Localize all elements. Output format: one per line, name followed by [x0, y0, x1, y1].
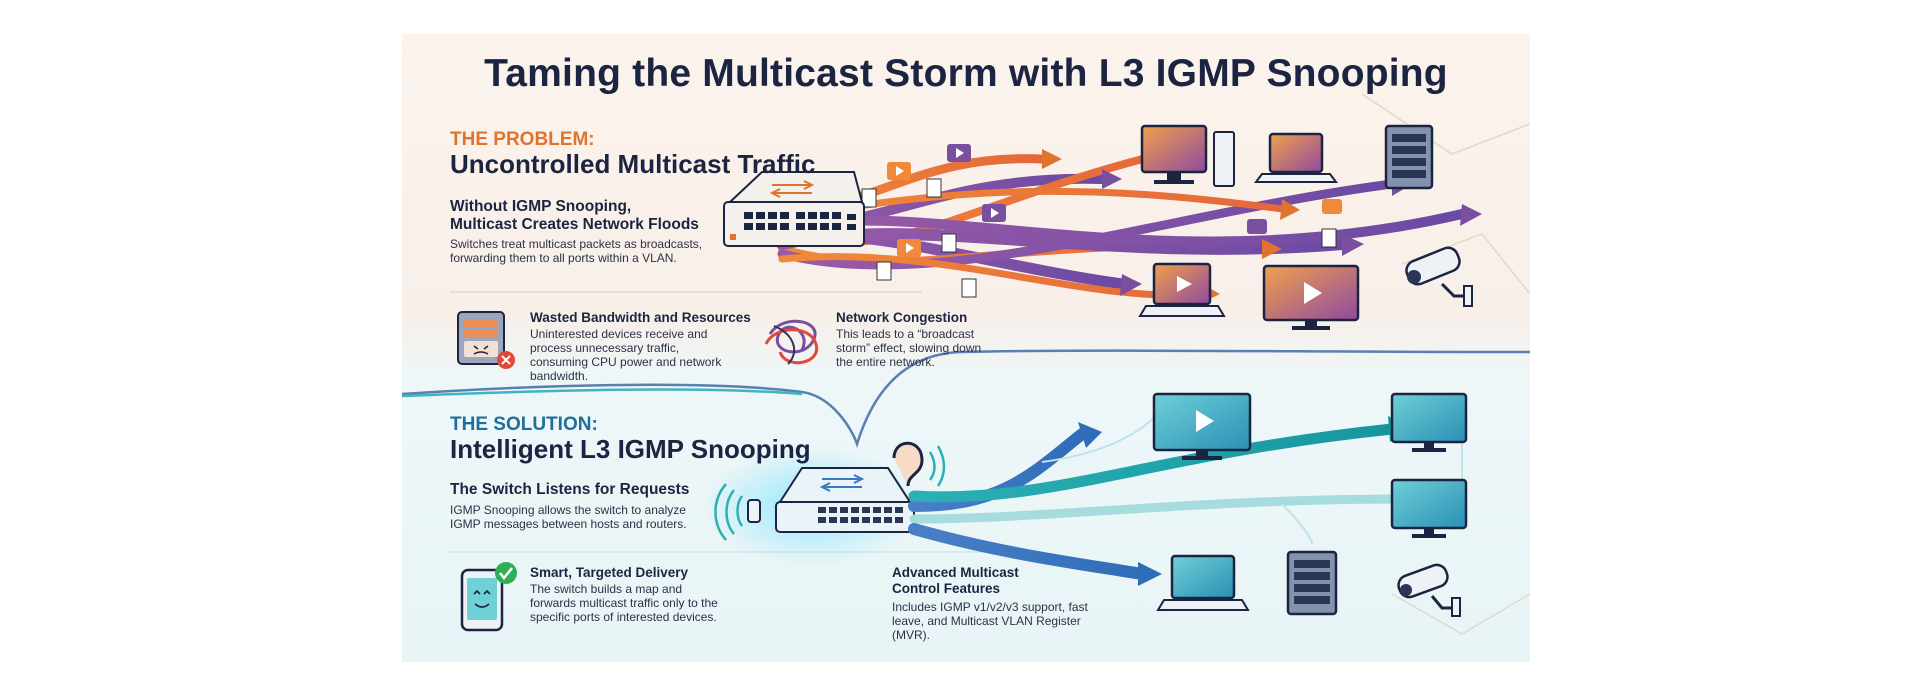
advanced-title-line1: Advanced Multicast [892, 565, 1019, 580]
infographic-panel: Taming the Multicast Storm with L3 IGMP … [402, 34, 1530, 662]
teal-monitor-top-icon [1390, 392, 1468, 452]
happy-phone-icon [460, 562, 517, 632]
problem-subheading-line2: Multicast Creates Network Floods [450, 216, 699, 233]
teal-laptop-icon [1156, 554, 1250, 611]
wasted-body: Uninterested devices receive and process… [530, 327, 722, 383]
video-monitor-icon [1262, 264, 1360, 330]
server-rack-icon [1384, 124, 1434, 190]
problem-switch-icon [723, 171, 865, 247]
congestion-title: Network Congestion [836, 310, 968, 325]
laptop-icon [1254, 132, 1338, 183]
signal-source-icon [714, 483, 761, 541]
solution-kicker: THE SOLUTION: [450, 414, 598, 435]
wasted-title: Wasted Bandwidth and Resources [530, 310, 751, 325]
smart-switch-icon [775, 467, 915, 533]
problem-body: Switches treat multicast packets as broa… [450, 237, 703, 265]
problem-heading: Uncontrolled Multicast Traffic [450, 149, 816, 179]
illustration-layer [402, 93, 1530, 635]
listening-ear-icon [892, 441, 946, 487]
problem-kicker: THE PROBLEM: [450, 129, 595, 150]
video-laptop-icon [1138, 262, 1226, 317]
problem-subheading-line1: Without IGMP Snooping, [450, 198, 632, 215]
desktop-computer-icon [1140, 124, 1235, 187]
sad-server-icon [457, 311, 515, 369]
advanced-title-line2: Control Features [892, 581, 1001, 596]
smart-body: The switch builds a map and forwards mul… [530, 582, 718, 624]
tangled-network-icon [764, 319, 819, 365]
teal-monitor-middle-icon [1390, 478, 1468, 538]
congestion-body: This leads to a “broadcast storm” effect… [836, 327, 982, 369]
solution-heading: Intelligent L3 IGMP Snooping [450, 434, 811, 464]
solution-subheading: The Switch Listens for Requests [450, 481, 690, 498]
section-divider-wave [402, 349, 1530, 448]
smart-title: Smart, Targeted Delivery [530, 565, 689, 580]
teal-video-monitor-icon [1152, 392, 1252, 460]
multicast-packet-icons [861, 144, 1342, 298]
solution-body: IGMP Snooping allows the switch to analy… [450, 503, 687, 531]
teal-camera-icon [1397, 563, 1461, 617]
targeted-delivery-arrows [908, 423, 1407, 580]
page-title: Taming the Multicast Storm with L3 IGMP … [484, 52, 1448, 95]
advanced-body: Includes IGMP v1/v2/v3 support, fast lea… [892, 600, 1088, 642]
teal-server-icon [1286, 550, 1338, 616]
security-camera-icon [1405, 246, 1473, 307]
